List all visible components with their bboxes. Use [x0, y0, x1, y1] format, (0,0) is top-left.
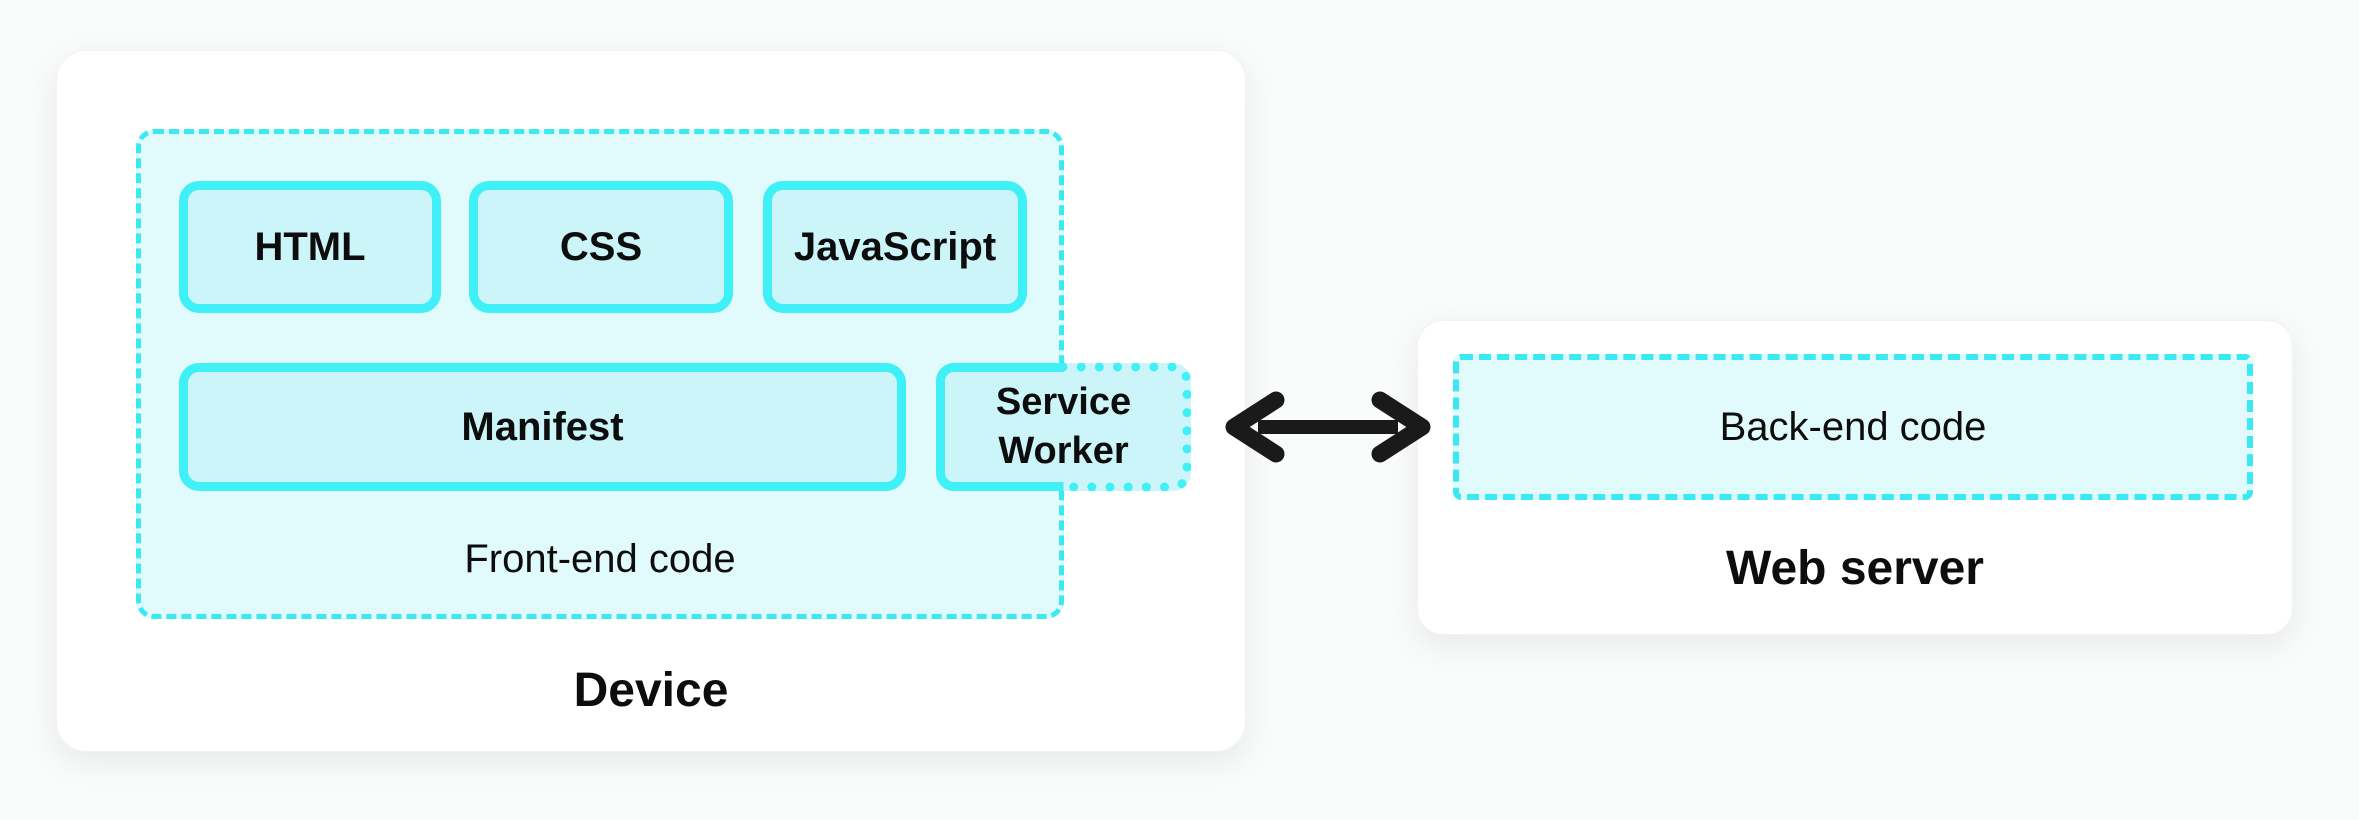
html-box: HTML	[179, 181, 441, 313]
manifest-box: Manifest	[179, 363, 906, 491]
frontend-code-label: Front-end code	[464, 537, 736, 581]
html-box-label: HTML	[254, 224, 366, 269]
backend-code-box: Back-end code	[1453, 354, 2253, 500]
service-worker-border-solid	[936, 363, 1064, 491]
css-box: CSS	[469, 181, 733, 313]
web-server-card: Back-end code Web server	[1417, 320, 2293, 635]
css-box-label: CSS	[559, 224, 643, 269]
service-worker-box-fill	[936, 363, 1191, 491]
service-worker-box: Service Worker	[936, 363, 1191, 491]
backend-code-label: Back-end code	[1719, 404, 1987, 449]
manifest-box-label: Manifest	[461, 404, 624, 449]
javascript-box-label: JavaScript	[793, 224, 997, 269]
device-title: Device	[573, 664, 729, 717]
web-server-title: Web server	[1726, 542, 1984, 595]
service-worker-border-dotted	[1063, 363, 1191, 491]
service-worker-label: Service Worker	[995, 380, 1132, 472]
bidirectional-arrow-icon	[1222, 391, 1434, 463]
javascript-box: JavaScript	[763, 181, 1027, 313]
device-card: HTML CSS JavaScript Manifest Service Wor…	[56, 50, 1246, 752]
